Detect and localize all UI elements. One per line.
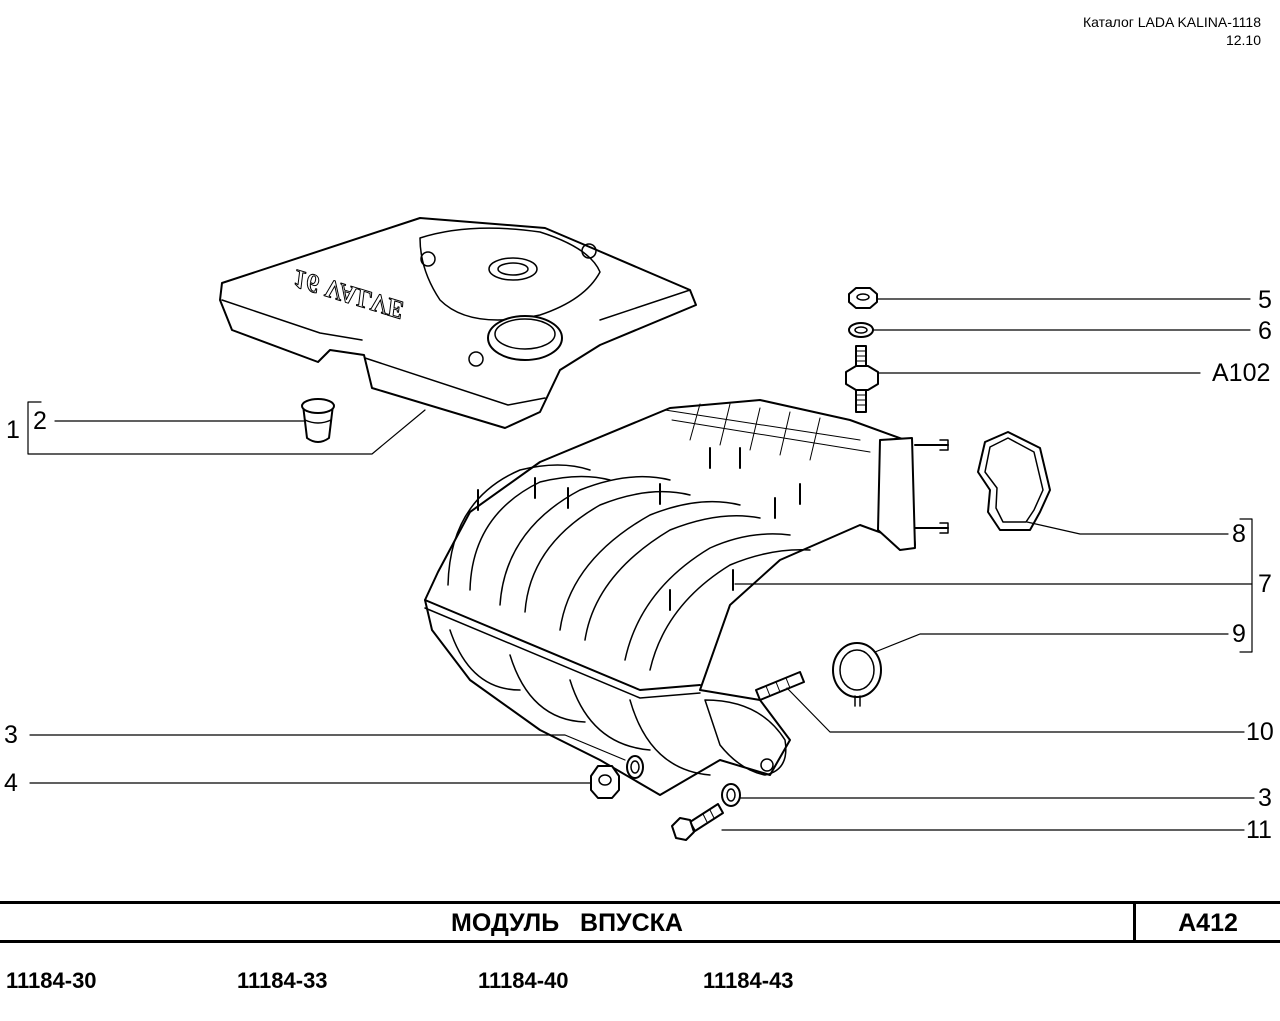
plug-drawing	[301, 398, 335, 443]
callout-10: 10	[1246, 718, 1274, 746]
callout-5: 5	[1258, 286, 1272, 314]
stud-a102-drawing	[845, 345, 879, 413]
callout-4: 4	[4, 769, 18, 797]
bolt-11-drawing	[671, 803, 724, 841]
title-divider	[1133, 904, 1136, 940]
title-bar: МОДУЛЬ ВПУСКА A412	[0, 901, 1280, 943]
nut-5-drawing	[848, 287, 878, 309]
washer-3-right-drawing	[721, 783, 741, 807]
catalog-date: 12.10	[1225, 32, 1261, 48]
gasket-8-drawing	[977, 431, 1051, 531]
callout-11: 11	[1246, 816, 1272, 844]
section-code: A412	[1178, 909, 1238, 937]
callout-3-right: 3	[1258, 784, 1272, 812]
intake-manifold-drawing	[424, 399, 949, 796]
callout-2: 2	[33, 407, 47, 435]
ring-9-drawing	[832, 642, 882, 707]
model-code: 11184-30	[6, 968, 97, 993]
model-code: 11184-33	[237, 968, 328, 993]
callout-1: 1	[6, 416, 20, 444]
callout-9: 9	[1232, 620, 1246, 648]
model-code: 11184-43	[703, 968, 794, 993]
nut-4-drawing	[590, 765, 620, 799]
washer-3-left-drawing	[626, 755, 644, 779]
catalog-name: Каталог LADA KALINA-1118	[1082, 14, 1261, 30]
leader-lines	[27, 298, 1255, 831]
washer-6-drawing	[848, 322, 874, 338]
callout-a102: A102	[1212, 359, 1271, 387]
callout-3-left: 3	[4, 721, 18, 749]
section-title: МОДУЛЬ ВПУСКА	[451, 909, 683, 937]
exploded-parts-diagram: 16 VALVE	[27, 217, 1255, 841]
callout-6: 6	[1258, 317, 1272, 345]
callout-8: 8	[1232, 520, 1246, 548]
stud-10-drawing	[755, 671, 805, 701]
model-code: 11184-40	[478, 968, 569, 993]
callout-7: 7	[1258, 570, 1272, 598]
engine-cover-drawing	[219, 217, 697, 429]
